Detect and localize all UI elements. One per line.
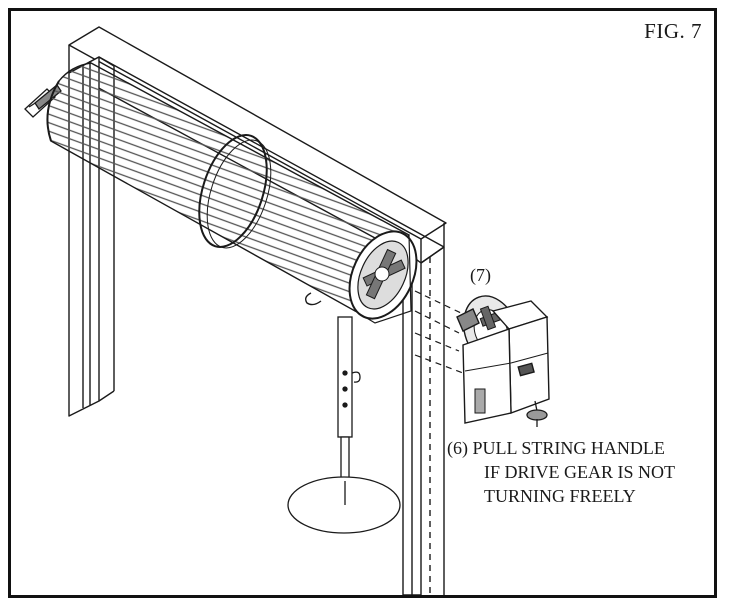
drive-unit-callout: (7) — [470, 265, 491, 285]
drum-hook — [304, 292, 322, 306]
instruction-line-3: TURNING FREELY — [484, 486, 636, 506]
header-top-face — [68, 26, 447, 240]
roller-drum — [46, 62, 418, 324]
motor-housing-side — [462, 328, 512, 424]
figure-frame: FIG. 7 (7) (6) PULL STRING HANDLE IF DRI… — [8, 8, 717, 598]
instruction-line-2: IF DRIVE GEAR IS NOT — [484, 462, 675, 482]
drive-unit — [456, 295, 550, 427]
stand-base — [287, 476, 401, 534]
pull-string-handle — [526, 400, 548, 427]
support-stand — [287, 316, 401, 534]
roller-door-installation-drawing — [24, 26, 550, 595]
figure-label: FIG. 7 — [644, 19, 702, 43]
instruction-line-1: (6) PULL STRING HANDLE — [447, 438, 665, 458]
alignment-guides — [414, 290, 464, 374]
right-jamb — [402, 246, 445, 595]
motor-label-plate — [517, 362, 535, 377]
stand-upper-tube — [337, 316, 353, 438]
drive-shaft — [456, 308, 480, 332]
instruction-note: (6) PULL STRING HANDLE IF DRIVE GEAR IS … — [447, 436, 675, 508]
stand-lower-tube — [340, 436, 350, 482]
drum-centre-band — [198, 134, 268, 248]
drum-end-spokes — [362, 248, 406, 300]
